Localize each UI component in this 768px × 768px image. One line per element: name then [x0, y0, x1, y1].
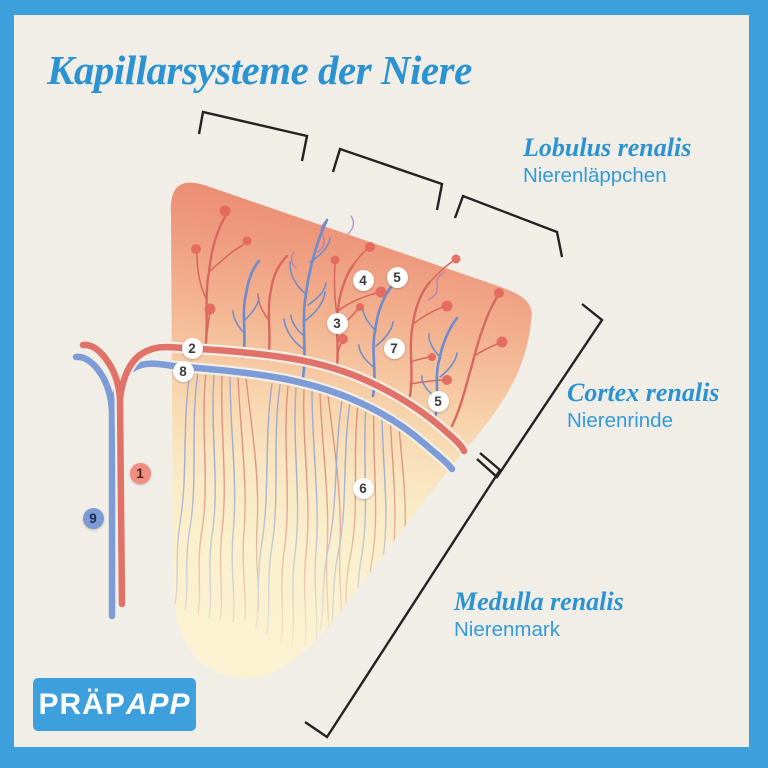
- label-medulla-latin: Medulla renalis: [454, 587, 624, 616]
- logo-text-app: APP: [125, 687, 191, 721]
- label-lobulus-renalis: Lobulus renalis Nierenläppchen: [523, 134, 691, 188]
- bracket-lobulus-3: [453, 194, 564, 258]
- label-cortex-renalis: Cortex renalis Nierenrinde: [567, 379, 719, 433]
- logo-text-praep: PRÄP: [38, 687, 126, 721]
- marker-7: 7: [383, 337, 405, 359]
- marker-9-interlobar-vein: 9: [82, 507, 104, 529]
- marker-6-vasa-recta: 6: [352, 477, 374, 499]
- label-cortex-latin: Cortex renalis: [567, 378, 720, 407]
- annotation-brackets: [197, 110, 604, 739]
- interlobular-arteries: [196, 215, 501, 428]
- bracket-medulla: [304, 452, 502, 739]
- page-title: Kapillarsysteme der Niere: [47, 47, 472, 93]
- label-medulla-german: Nierenmark: [454, 618, 560, 642]
- marker-4: 4: [352, 269, 374, 291]
- marker-8-arcuate-vein: 8: [172, 360, 194, 382]
- marker-5a: 5: [386, 266, 408, 288]
- capillary-mesh: [290, 215, 446, 301]
- arcuate-artery: [77, 339, 470, 610]
- bracket-cortex: [476, 303, 604, 479]
- marker-3: 3: [326, 312, 348, 334]
- label-cortex-german: Nierenrinde: [567, 409, 673, 433]
- bracket-lobulus-1: [197, 110, 309, 162]
- label-lobulus-latin: Lobulus renalis: [523, 133, 692, 162]
- marker-5b: 5: [427, 390, 449, 412]
- bracket-lobulus-2: [331, 147, 444, 211]
- marker-2-arcuate-artery: 2: [181, 337, 203, 359]
- glomeruli: [191, 205, 508, 385]
- interlobular-veins: [232, 218, 459, 420]
- marker-1-interlobar-artery: 1: [129, 462, 151, 484]
- label-lobulus-german: Nierenläppchen: [523, 164, 667, 188]
- label-medulla-renalis: Medulla renalis Nierenmark: [454, 588, 624, 642]
